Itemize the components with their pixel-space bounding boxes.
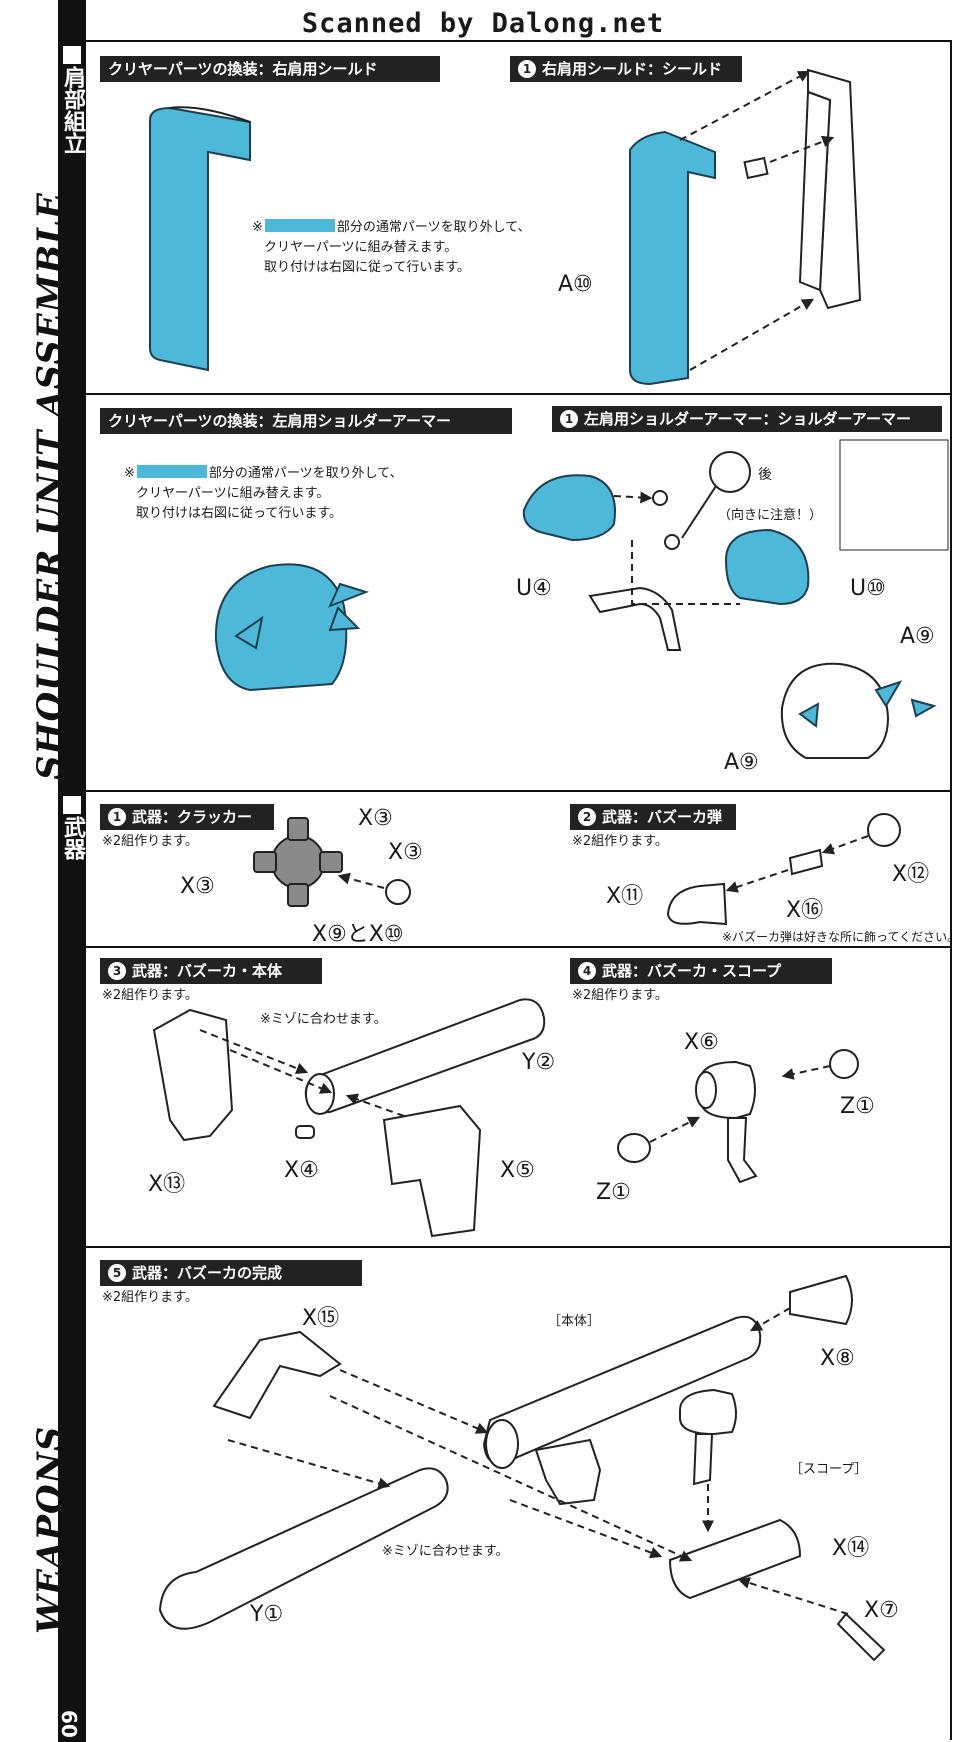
part-label-x11: X⑪ [606,884,644,909]
w2-note: ※2組作ります。 [572,834,668,849]
w3-note: ※2組作ります。 [102,988,198,1003]
step-title-shoulder-armor: 1 左肩用ショルダーアーマー：ショルダーアーマー [552,406,942,432]
step-number: 5 [108,1264,126,1282]
shoulder-armor-assembly [522,439,949,759]
section-square-icon [63,46,81,64]
bazooka-shell-illustration [666,813,901,926]
step-title-clear-armor: クリヤーパーツの換装：左肩用ショルダーアーマー [100,408,512,434]
part-label-u4: U④ [516,576,552,601]
step-number: 2 [578,808,596,826]
part-label-x15: X⑮ [302,1306,340,1331]
note-line: 取り付けは右図に従って行います。 [264,260,471,275]
step-title-text: 武器：バズーカ弾 [602,808,723,826]
part-label-a9-top: A⑨ [900,624,935,649]
clear-shoulder-armor [214,563,370,692]
part-label-x8: X⑧ [820,1346,855,1371]
step-title-text: 武器：バズーカ・本体 [132,962,283,980]
part-label-x3-right: X③ [388,840,423,865]
part-label-x3-top: X③ [358,806,393,831]
part-label-a10: A⑩ [558,272,593,297]
part-label-x5: X⑤ [500,1158,535,1183]
step-title-bazooka-body: 3 武器：バズーカ・本体 [100,958,322,984]
section-square-icon [63,796,81,814]
step-number: 4 [578,962,596,980]
clear-parts-note-1: ※部分の通常パーツを取り外して、 クリヤーパーツに組み替えます。 取り付けは右図… [252,218,531,278]
separator-3 [86,946,952,948]
part-label-x9-x10: X⑨とX⑩ [312,922,404,947]
clear-shield-part [149,106,251,372]
step-title-cracker: 1 武器：クラッカー [100,804,274,830]
orientation-caution: （向きに注意！） [718,508,823,523]
step-title-text: 武器：バズーカ・スコープ [602,962,782,980]
step-title-text: 左肩用ショルダーアーマー：ショルダーアーマー [584,410,912,428]
part-label-x12: X⑫ [892,862,930,887]
shoulder-section-label: 肩部組立 [58,42,86,161]
separator-4 [86,1246,952,1248]
part-label-x16: X⑯ [786,898,824,923]
part-label-x13: X⑬ [148,1172,186,1197]
part-label-y2: Y② [522,1050,556,1075]
step-title-bazooka-scope: 4 武器：バズーカ・スコープ [570,958,832,984]
part-label-x4: X④ [284,1158,319,1183]
w4-note: ※2組作ります。 [572,988,668,1003]
highlight-swatch [264,219,335,232]
scope-label: ［スコープ］ [790,1462,868,1477]
cracker-illustration [253,817,411,907]
note-line: クリヤーパーツに組み替えます。 [136,486,330,501]
note-line: 部分の通常パーツを取り外して、 [208,466,403,481]
step-number: 1 [518,60,536,78]
w1-note: ※2組作ります。 [102,834,198,849]
highlight-swatch [136,465,207,478]
separator-1 [86,393,952,395]
weapons-label-text: 武器 [60,816,85,860]
part-label-x14: X⑭ [832,1536,870,1561]
part-label-z1-left: Z① [596,1180,631,1205]
part-label-z1-right: Z① [840,1094,875,1119]
step-title-text: 武器：バズーカの完成 [132,1264,283,1282]
part-label-a9-bottom: A⑨ [724,750,759,775]
body-label: ［本体］ [548,1314,601,1329]
step-title-text: クリヤーパーツの換装：左肩用ショルダーアーマー [108,412,452,430]
weapons-section-label: 武器 [58,792,86,867]
bazooka-scope-illustration [617,1049,859,1184]
bazooka-complete-illustration [158,1274,886,1662]
note-line: 部分の通常パーツを取り外して、 [336,220,531,235]
w5-groove-note: ※ミゾに合わせます。 [382,1544,509,1559]
clear-parts-note-2: ※部分の通常パーツを取り外して、 クリヤーパーツに組み替えます。 取り付けは右図… [124,464,403,524]
part-label-x3-left: X③ [180,874,215,899]
left-side-bar [58,0,86,1742]
shield-assembly [629,68,862,386]
w2-footnote: ※バズーカ弾は好きな所に飾ってください。 [722,930,960,944]
step-title-clear-shield: クリヤーパーツの換装：右肩用シールド [100,56,440,82]
shoulder-label-text: 肩部組立 [60,66,85,154]
step-title-text: 右肩用シールド：シールド [542,60,723,78]
part-label-x7: X⑦ [864,1598,899,1623]
step-title-bazooka-shell: 2 武器：バズーカ弾 [570,804,736,830]
step-number: 1 [560,410,578,428]
step-number: 3 [108,962,126,980]
separator-2 [86,790,952,792]
step-title-text: 武器：クラッカー [132,808,253,826]
back-label: 後 [758,467,772,483]
bazooka-body-illustration [152,998,546,1238]
page-frame [86,40,952,1740]
step-title-shield: 1 右肩用シールド：シールド [510,56,742,82]
step-title-bazooka-complete: 5 武器：バズーカの完成 [100,1260,362,1286]
step-number: 1 [108,808,126,826]
scan-header: Scanned by Dalong.net [301,8,665,39]
note-line: クリヤーパーツに組み替えます。 [264,240,458,255]
part-label-y1: Y① [250,1602,284,1627]
part-label-u10: U⑩ [850,576,886,601]
w5-note: ※2組作ります。 [102,1290,198,1305]
step-title-text: クリヤーパーツの換装：右肩用シールド [108,60,378,78]
w3-groove-note: ※ミゾに合わせます。 [260,1012,387,1027]
part-label-x6: X⑥ [684,1030,719,1055]
note-line: 取り付けは右図に従って行います。 [136,506,343,521]
